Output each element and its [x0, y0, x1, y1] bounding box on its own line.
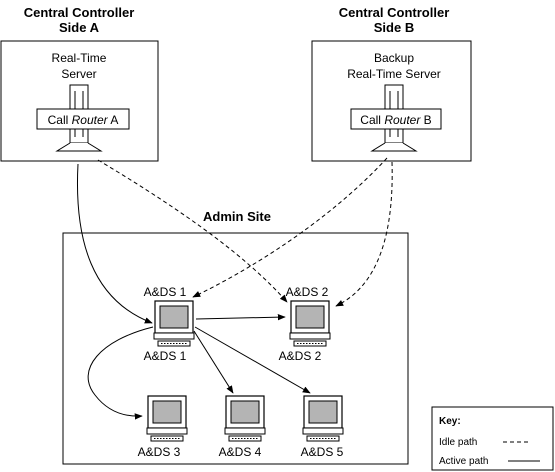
ads1-bottom-label: A&DS 1	[144, 349, 187, 363]
ads3-computer-icon	[146, 395, 188, 442]
side-a-server-line1: Real-Time	[52, 51, 107, 65]
key-active-label: Active path	[439, 456, 488, 467]
active-path-ads1-to-ads5	[194, 326, 311, 394]
call-router-a-label: Call Router A	[48, 113, 119, 127]
active-path-ads1-to-ads3	[87, 326, 154, 420]
key-box	[431, 406, 554, 471]
ads5-label: A&DS 5	[301, 445, 344, 459]
active-path-ads1-to-ads4	[193, 330, 234, 394]
side-b-title-line2: Side B	[374, 20, 414, 35]
call-router-b-box	[350, 108, 442, 130]
key-idle-label: Idle path	[439, 437, 477, 448]
ads4-label: A&DS 4	[219, 445, 262, 459]
side-a-title-line2: Side A	[59, 20, 100, 35]
ads2-computer-icon	[289, 300, 331, 347]
call-router-b-label: Call Router B	[360, 113, 431, 127]
ads5-computer-icon	[302, 395, 344, 442]
ads3-label: A&DS 3	[138, 445, 181, 459]
side-b-server-line2: Real-Time Server	[347, 67, 441, 81]
call-router-a-box	[36, 108, 130, 130]
side-b-server-line1: Backup	[374, 51, 414, 65]
ads1-top-label: A&DS 1	[144, 285, 187, 299]
idle-path-b-to-ads1	[192, 157, 388, 298]
idle-path-b-to-ads2	[335, 161, 393, 307]
side-b-title-line1: Central Controller	[339, 5, 450, 20]
side-a-title-line1: Central Controller	[24, 5, 135, 20]
active-path-ads1-to-ads2	[195, 313, 286, 321]
ads2-top-label: A&DS 2	[286, 285, 329, 299]
key-title: Key:	[439, 416, 461, 427]
ads1-computer-icon	[153, 300, 195, 347]
admin-site-title: Admin Site	[203, 209, 271, 224]
ads2-bottom-label: A&DS 2	[279, 349, 322, 363]
idle-path-a-to-ads2	[97, 159, 288, 303]
active-path-a-to-ads1	[76, 163, 153, 324]
side-a-server-line2: Server	[61, 67, 96, 81]
ads4-computer-icon	[224, 395, 266, 442]
